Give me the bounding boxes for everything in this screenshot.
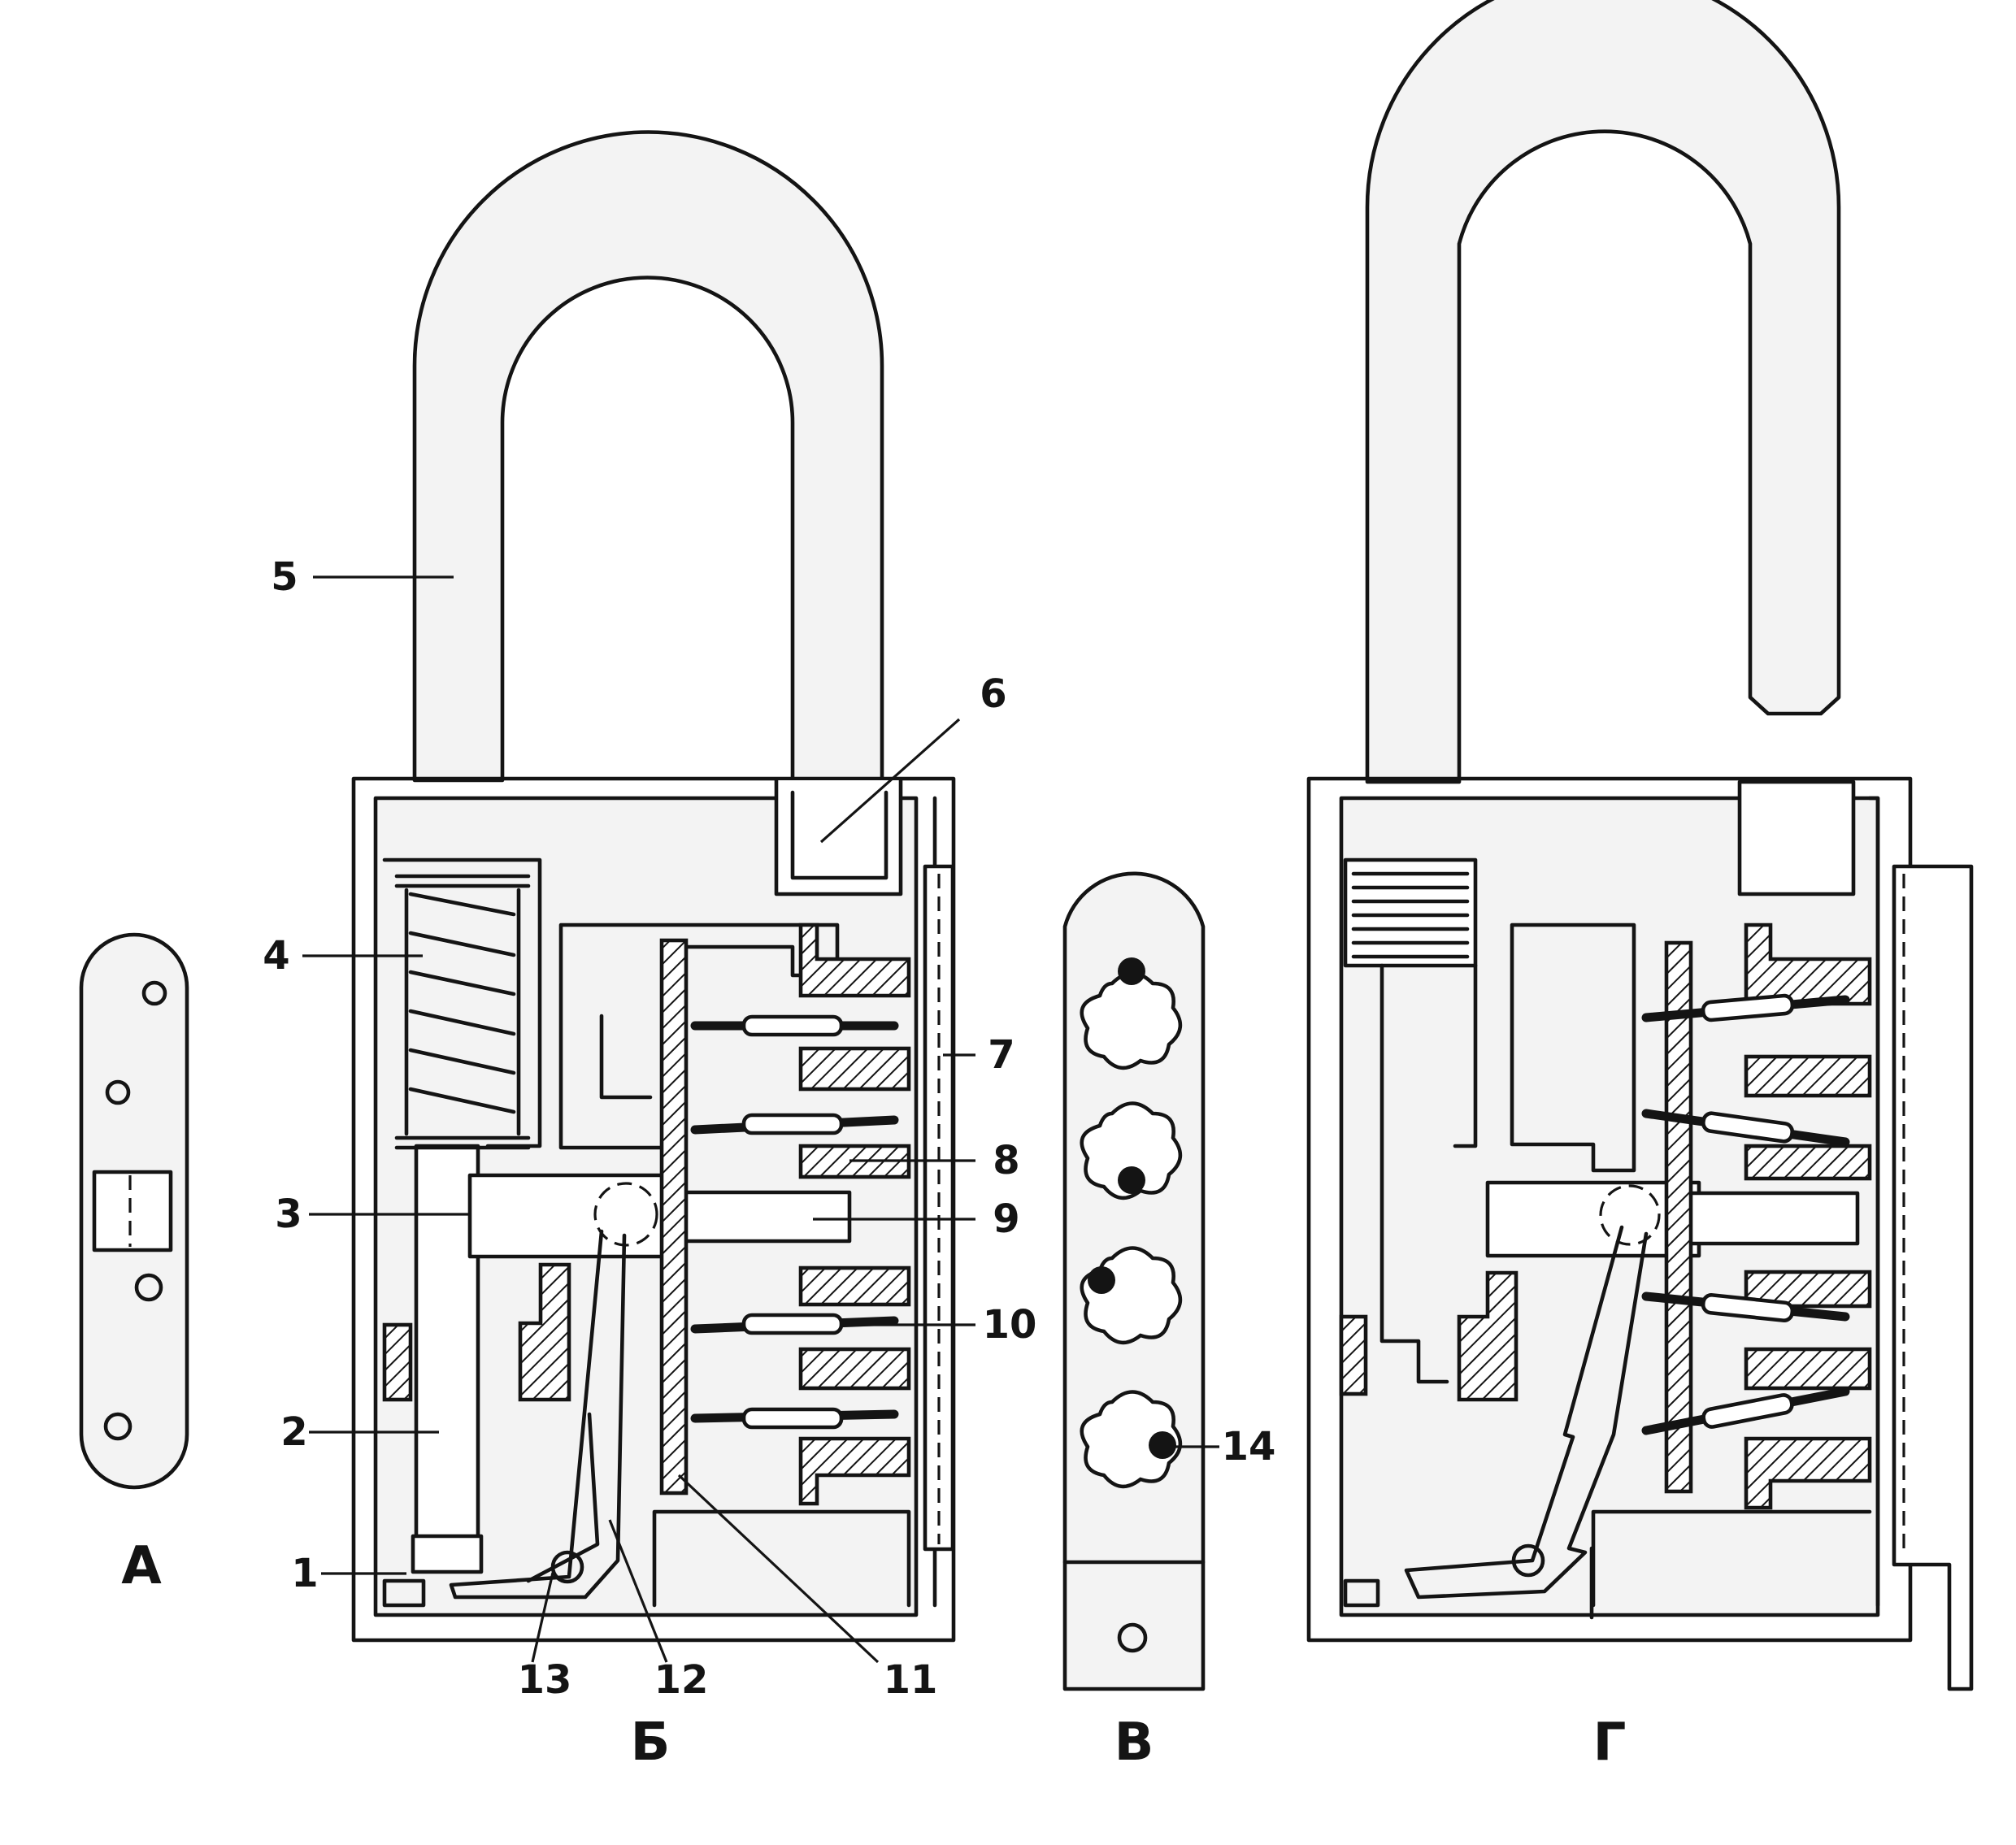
callout-6: 6 <box>980 671 1006 717</box>
callouts-b: 5 6 4 7 8 3 9 10 2 1 13 12 11 <box>263 554 1036 1703</box>
figure-v-label: В <box>1114 1713 1154 1773</box>
code-disk-3 <box>1080 1246 1183 1345</box>
wheel-stack-b <box>690 922 911 1506</box>
callout-1: 1 <box>291 1551 318 1596</box>
figure-b-padlock-closed: Б <box>351 130 956 1773</box>
callout-3: 3 <box>275 1192 302 1237</box>
callout-14: 14 <box>1222 1424 1276 1469</box>
callout-2: 2 <box>280 1409 307 1455</box>
callout-7: 7 <box>988 1032 1015 1078</box>
figure-a-label: А <box>121 1536 162 1596</box>
figure-v-code-strip: 14 В <box>1062 871 1276 1773</box>
spring-coil <box>394 874 531 1150</box>
figure-b-label: Б <box>631 1713 671 1773</box>
figure-g-label: Г <box>1593 1713 1627 1773</box>
callout-11: 11 <box>884 1657 938 1703</box>
callout-5: 5 <box>271 554 298 600</box>
callout-4: 4 <box>263 933 289 979</box>
callout-10: 10 <box>983 1302 1037 1348</box>
callout-12: 12 <box>654 1657 709 1703</box>
callout-9: 9 <box>993 1196 1019 1242</box>
code-disk-2 <box>1080 1101 1183 1200</box>
figure-g-padlock-open: Г <box>1306 0 1974 1773</box>
code-disk-1 <box>1080 957 1183 1070</box>
wheel-stack-g <box>1641 922 1872 1510</box>
figure-a-key-plate: А <box>79 932 189 1596</box>
code-disk-4 <box>1080 1390 1183 1489</box>
callout-8: 8 <box>993 1138 1019 1183</box>
callout-13: 13 <box>518 1657 572 1703</box>
